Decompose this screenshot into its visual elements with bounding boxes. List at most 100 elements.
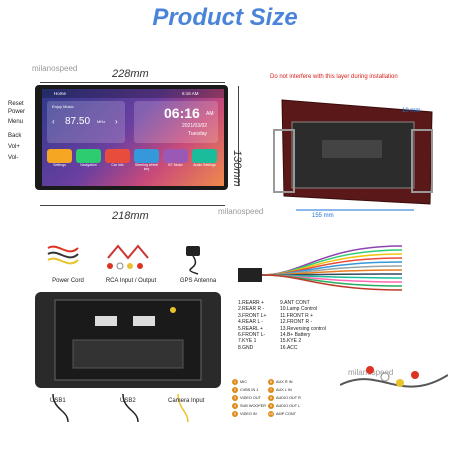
rca-label: MIC — [240, 380, 247, 384]
pin-label: 14.B+ Battery — [280, 332, 311, 339]
frame-view — [273, 99, 433, 211]
rca-label: AUDIO OUT R — [276, 396, 301, 400]
rca-number-badge: 7 — [268, 387, 274, 393]
usb1-cable — [52, 393, 69, 423]
app-tile[interactable]: Steering wheel key — [134, 149, 159, 171]
app-tile[interactable]: Settings — [47, 149, 72, 167]
app-tile[interactable]: Navigation — [76, 149, 101, 167]
watermark: milanospeed — [32, 64, 78, 73]
menu-button-label[interactable]: Menu — [8, 119, 24, 125]
vol-down-button-label[interactable]: Vol- — [8, 155, 19, 161]
app-tile[interactable]: Car info — [105, 149, 130, 167]
pin-label: 2.REAR R - — [238, 306, 265, 313]
app-tile-label: Steering wheel key — [134, 163, 159, 171]
app-tile-label: Audio Settings — [193, 163, 216, 167]
pin-label: 8.GND — [238, 344, 254, 351]
usb1-label: USB1 — [50, 398, 66, 404]
pin-label: 15.KYE 2 — [280, 338, 302, 345]
pin-label: 13.Reversing control — [280, 325, 326, 332]
gear-icon — [47, 149, 72, 163]
page-title: Product Size — [152, 4, 298, 31]
next-station-icon[interactable]: › — [115, 117, 118, 126]
reset-button-label[interactable]: Reset — [8, 101, 24, 107]
port-block — [133, 316, 155, 326]
app-tile-label: Car info — [111, 163, 124, 167]
pin-label: 3.FRONT L+ — [238, 312, 267, 319]
rca-label: AMP CONT — [276, 412, 296, 416]
rca-number-badge: 4 — [232, 403, 238, 409]
car-icon — [105, 149, 130, 163]
clock-widget: 06:16 AM 2021/03/02 Tuesday — [134, 101, 218, 143]
rca-label: SUB WOOFER — [240, 404, 266, 408]
pin-list-left: 1.REARR +2.REAR R -3.FRONT L+4.REAR L -5… — [238, 300, 328, 351]
vol-up-button-label[interactable]: Vol+ — [8, 144, 20, 150]
camera-cable — [177, 393, 189, 423]
pin-label: 7.KYE 1 — [238, 338, 257, 345]
rca-number-badge: 1 — [232, 379, 238, 385]
usb2-cable — [122, 393, 139, 423]
rear-heatsink — [72, 339, 184, 369]
rca-number-badge: 8 — [268, 395, 274, 401]
clock-date: 2021/03/02 — [182, 123, 208, 129]
status-time: 6:16 AM — [182, 91, 199, 96]
clock-day: Tuesday — [188, 131, 207, 137]
bottom-cables — [52, 393, 189, 423]
clock-ampm: AM — [206, 111, 214, 117]
rca-number-badge: 2 — [232, 387, 238, 393]
connector-block — [322, 140, 382, 158]
harness-wire — [261, 274, 403, 291]
power-cord-icon — [47, 245, 79, 265]
install-warning-note: Do not interfere with this layer during … — [270, 74, 398, 80]
rca-label: AUX R IN — [276, 380, 293, 384]
port-block — [95, 316, 117, 326]
pin-label: 10.Lamp Control — [280, 306, 317, 313]
usb2-label: USB2 — [120, 398, 136, 404]
rca-harness-icon — [340, 366, 448, 388]
navigation-icon — [76, 149, 101, 163]
harness-plug — [238, 268, 262, 282]
gps-label: GPS Antenna — [179, 278, 217, 284]
app-tile[interactable]: BT Music — [163, 149, 188, 167]
radio-widget[interactable]: Enjoy Music 87.50 MHz ‹ › — [47, 101, 125, 143]
prev-station-icon[interactable]: ‹ — [52, 117, 55, 126]
pin-label: 1.REARR + — [238, 300, 264, 306]
harness-icon — [238, 245, 403, 291]
frame-depth-label: 10 mm — [402, 108, 421, 114]
app-tile[interactable]: Audio Settings — [192, 149, 217, 167]
pin-label: 11.FRONT R + — [280, 312, 314, 319]
rca-number-badge: 5 — [232, 411, 238, 417]
rca-number-badge: 3 — [232, 395, 238, 401]
width-top-label: 228mm — [112, 68, 149, 80]
power-button-label[interactable]: Power — [8, 109, 26, 115]
frame-width-label: 155 mm — [312, 213, 334, 219]
music-icon — [163, 149, 188, 163]
pin-label: 12.FRONT R - — [280, 319, 313, 326]
right-bracket — [411, 129, 433, 193]
pin-label: 16.ACC — [280, 344, 298, 351]
app-tile-label: Navigation — [80, 163, 97, 167]
rca-cable-icon — [107, 244, 149, 270]
rca-number-badge: 10 — [268, 411, 274, 417]
left-bracket — [273, 129, 295, 193]
app-label: Enjoy Music — [52, 104, 74, 109]
rca-label: VIDEO OUT — [240, 396, 261, 400]
home-label[interactable]: Home — [54, 91, 67, 96]
radio-frequency: 87.50 — [65, 116, 91, 127]
camera-label: Camera Input — [168, 398, 205, 404]
rca-label: RCA Input / Output — [105, 278, 157, 284]
back-button-label[interactable]: Back — [8, 133, 22, 139]
steering-wheel-icon — [134, 149, 159, 163]
status-bar: Home 6:16 AM — [42, 89, 224, 98]
pin-label: 6.FRONT L- — [238, 332, 266, 339]
antenna-port — [170, 307, 176, 313]
